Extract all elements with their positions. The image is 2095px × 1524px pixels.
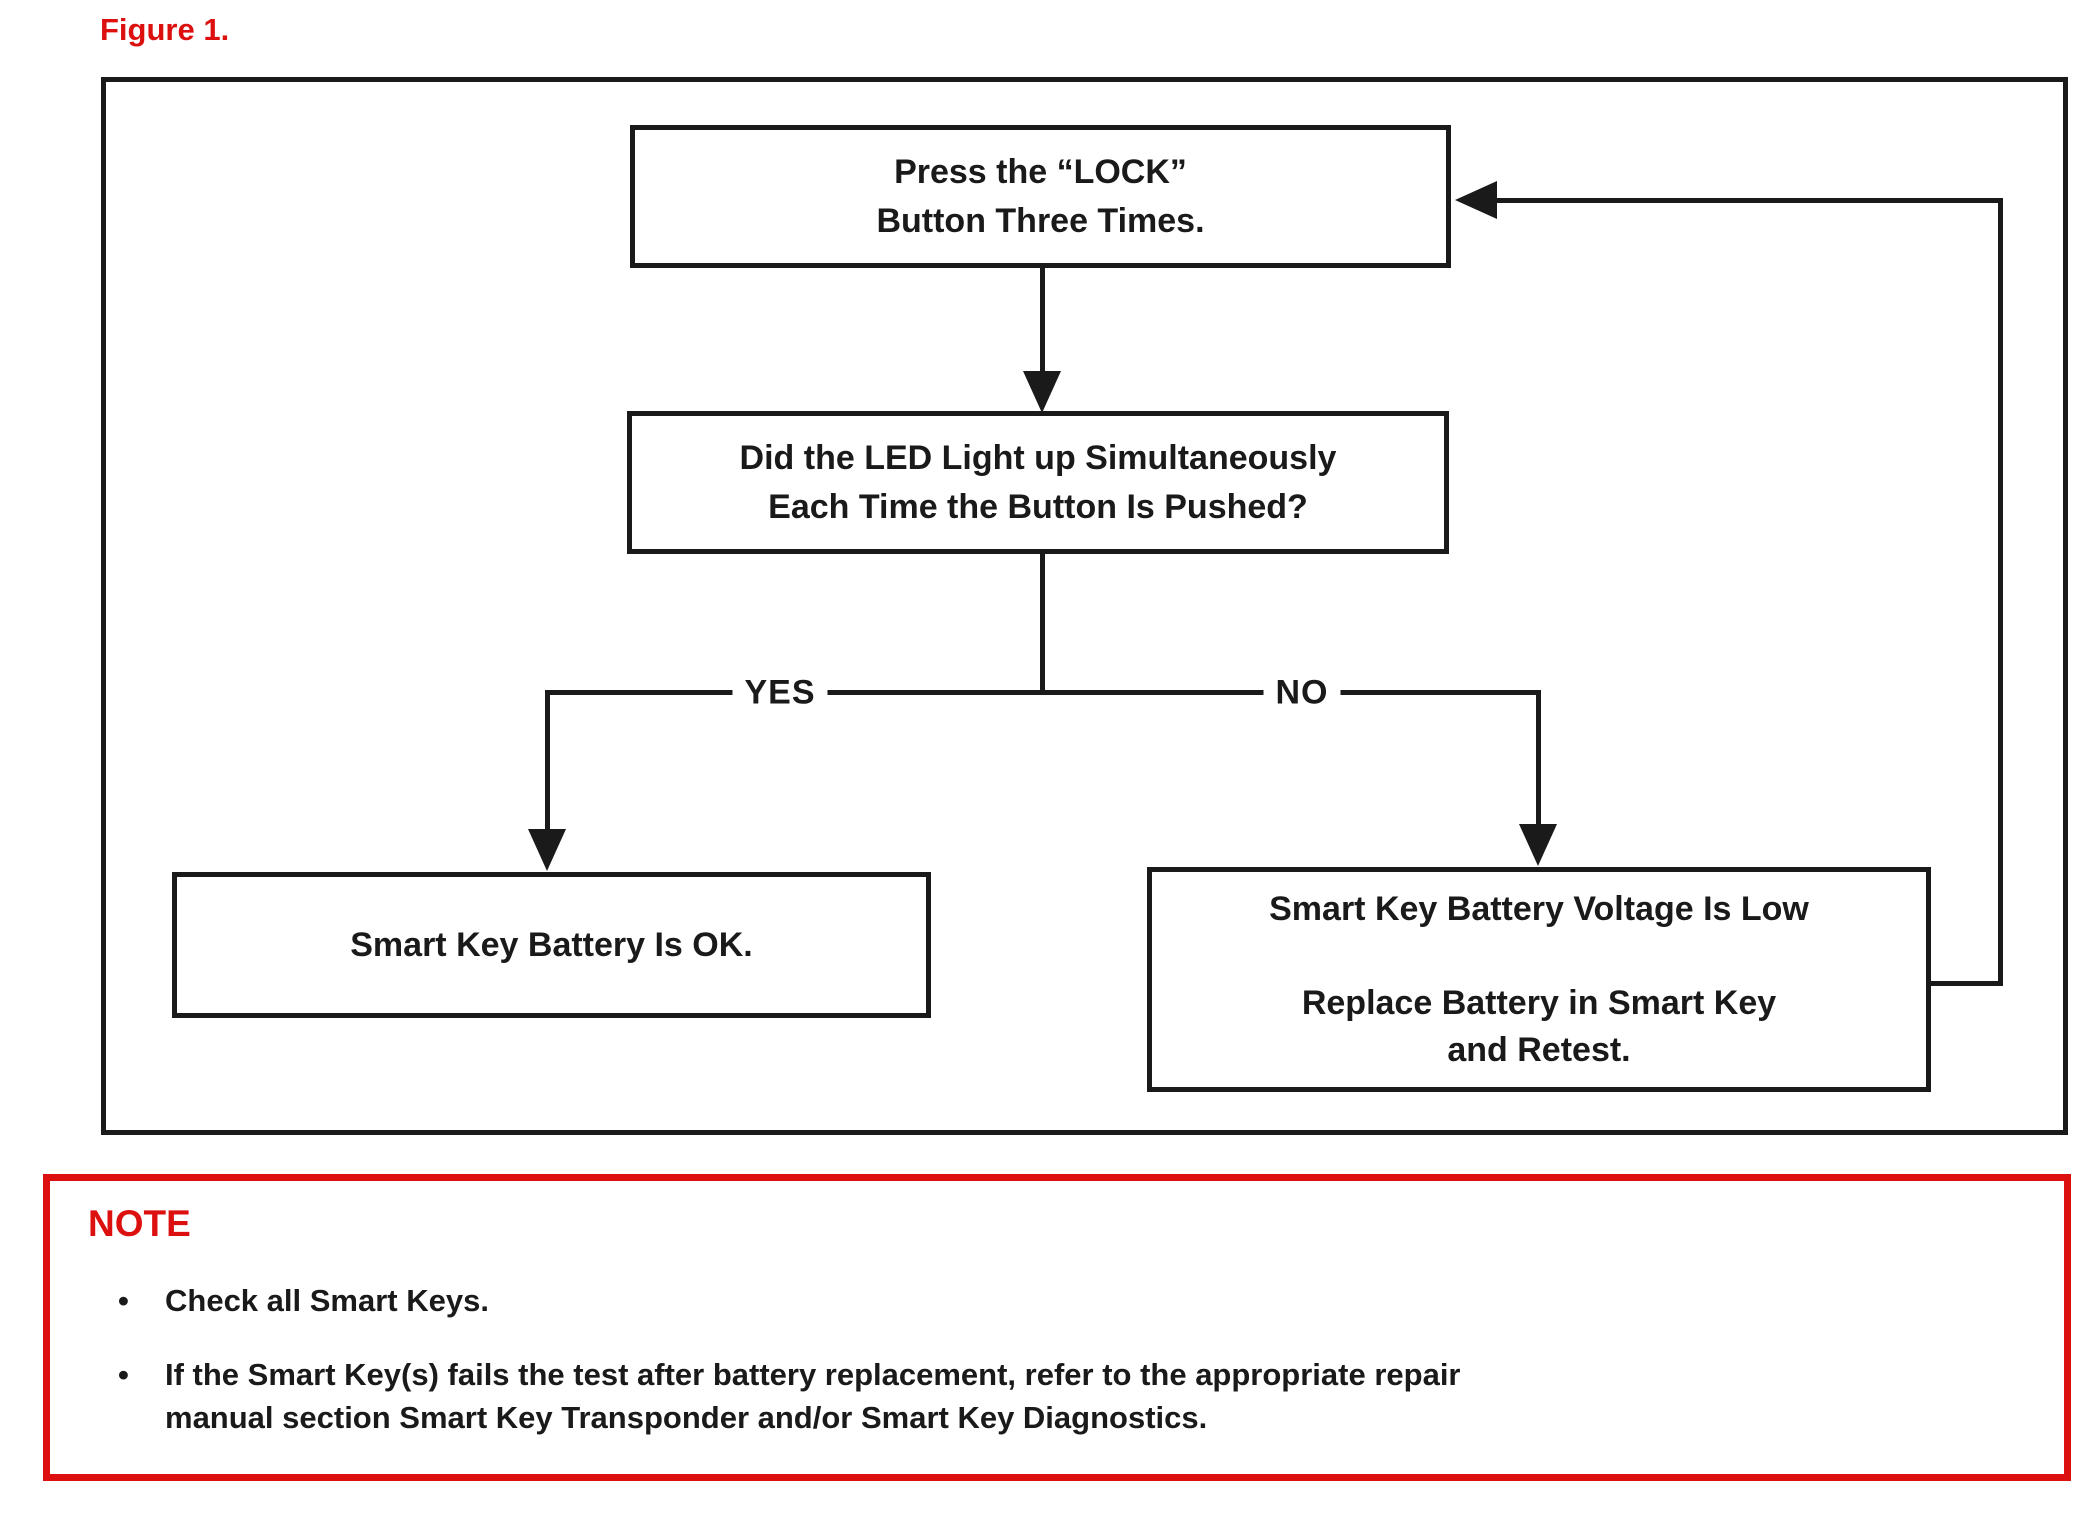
- node-battery-low: Smart Key Battery Voltage Is Low Replace…: [1147, 867, 1931, 1092]
- connector-question-stem: [1040, 554, 1045, 692]
- connector-yes-drop: [545, 693, 550, 831]
- connector-press-to-question: [1040, 267, 1045, 375]
- bullet-dot-icon: •: [118, 1357, 129, 1392]
- note-bullet-text: If the Smart Key(s) fails the test after…: [165, 1357, 1461, 1435]
- note-bullet-item: • If the Smart Key(s) fails the test aft…: [118, 1353, 1461, 1439]
- node-battery-low-label: Smart Key Battery Voltage Is Low Replace…: [1269, 889, 1809, 1069]
- note-box: NOTE • Check all Smart Keys. • If the Sm…: [43, 1174, 2071, 1481]
- feedback-line-right: [1998, 198, 2003, 986]
- arrowhead-down-question-icon: [1023, 371, 1061, 413]
- note-bullet-text: Check all Smart Keys.: [165, 1283, 489, 1318]
- arrowhead-left-feedback-icon: [1455, 181, 1497, 219]
- arrowhead-down-no-icon: [1519, 824, 1557, 866]
- branch-label-no: NO: [1263, 673, 1341, 713]
- node-led-question: Did the LED Light up Simultaneously Each…: [627, 411, 1449, 554]
- node-led-question-label: Did the LED Light up Simultaneously Each…: [739, 438, 1337, 526]
- node-press-lock-label: Press the “LOCK” Button Three Times.: [876, 152, 1205, 240]
- bullet-dot-icon: •: [118, 1283, 129, 1318]
- arrowhead-down-yes-icon: [528, 829, 566, 871]
- feedback-line-bottom: [1929, 981, 2003, 986]
- node-press-lock: Press the “LOCK” Button Three Times.: [630, 125, 1451, 268]
- feedback-line-top: [1494, 198, 2003, 203]
- note-bullet-item: • Check all Smart Keys.: [118, 1279, 489, 1322]
- connector-no-drop: [1536, 693, 1541, 825]
- node-battery-ok: Smart Key Battery Is OK.: [172, 872, 931, 1018]
- flowchart-frame: [101, 77, 2068, 1135]
- figure-title: Figure 1.: [100, 12, 230, 47]
- branch-label-yes: YES: [732, 673, 828, 713]
- node-battery-ok-label: Smart Key Battery Is OK.: [350, 925, 753, 964]
- branch-line: [545, 690, 1541, 695]
- note-heading: NOTE: [88, 1203, 191, 1244]
